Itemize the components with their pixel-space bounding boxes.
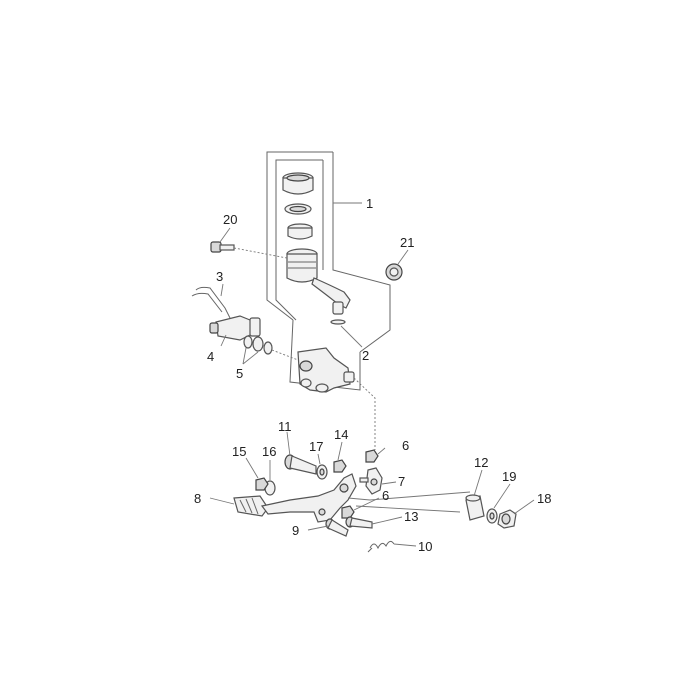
callout-16: 16 — [262, 444, 276, 459]
callout-7: 7 — [398, 474, 405, 489]
nut-18 — [497, 509, 517, 529]
callout-6-lower: 6 — [382, 488, 389, 503]
callout-15: 15 — [232, 444, 246, 459]
nut-6-upper — [365, 449, 379, 463]
callout-17: 17 — [309, 439, 323, 454]
leader-lines — [209, 202, 535, 547]
callout-4: 4 — [207, 349, 214, 364]
shaft-alignment-line-2 — [355, 505, 461, 513]
shaft-alignment-line — [347, 491, 471, 501]
callout-19: 19 — [502, 469, 516, 484]
master-cylinder — [297, 347, 355, 393]
brake-pedal — [233, 473, 357, 523]
reservoir-float — [287, 223, 313, 240]
washer-19 — [486, 508, 498, 524]
callout-3: 3 — [216, 269, 223, 284]
return-spring-10 — [367, 540, 395, 553]
nut-14 — [333, 459, 347, 473]
washers-5 — [243, 335, 273, 355]
callout-9: 9 — [292, 523, 299, 538]
callout-13: 13 — [404, 509, 418, 524]
nut-6-lower — [341, 505, 355, 519]
callout-1: 1 — [366, 196, 373, 211]
bolt-20 — [210, 241, 288, 259]
callout-2: 2 — [362, 348, 369, 363]
hose-connector — [330, 301, 346, 325]
callout-12: 12 — [474, 455, 488, 470]
pivot-bolt-11 — [284, 454, 317, 475]
callout-8: 8 — [194, 491, 201, 506]
reservoir-diaphragm — [284, 203, 312, 215]
reservoir-body — [286, 248, 351, 309]
bushing-12 — [465, 494, 485, 521]
callout-20: 20 — [223, 212, 237, 227]
pin-9 — [325, 518, 349, 537]
washer-17 — [316, 464, 328, 480]
callout-5: 5 — [236, 366, 243, 381]
group-outline-2 — [275, 159, 324, 321]
callout-14: 14 — [334, 427, 348, 442]
clevis-7 — [359, 467, 383, 495]
callout-10: 10 — [418, 539, 432, 554]
callout-18: 18 — [537, 491, 551, 506]
callout-6-upper: 6 — [402, 438, 409, 453]
grommet-21 — [385, 263, 403, 281]
bolt-13 — [345, 516, 373, 529]
reservoir-cap — [282, 172, 314, 195]
switch-alignment-line — [271, 349, 299, 361]
pushrod-alignment-line — [353, 377, 376, 450]
callout-21: 21 — [400, 235, 414, 250]
group-outline-1 — [266, 151, 391, 353]
brake-switch-cable — [191, 286, 231, 319]
brake-switch — [209, 315, 261, 341]
callout-11: 11 — [278, 419, 292, 434]
nut-15 — [255, 477, 269, 491]
